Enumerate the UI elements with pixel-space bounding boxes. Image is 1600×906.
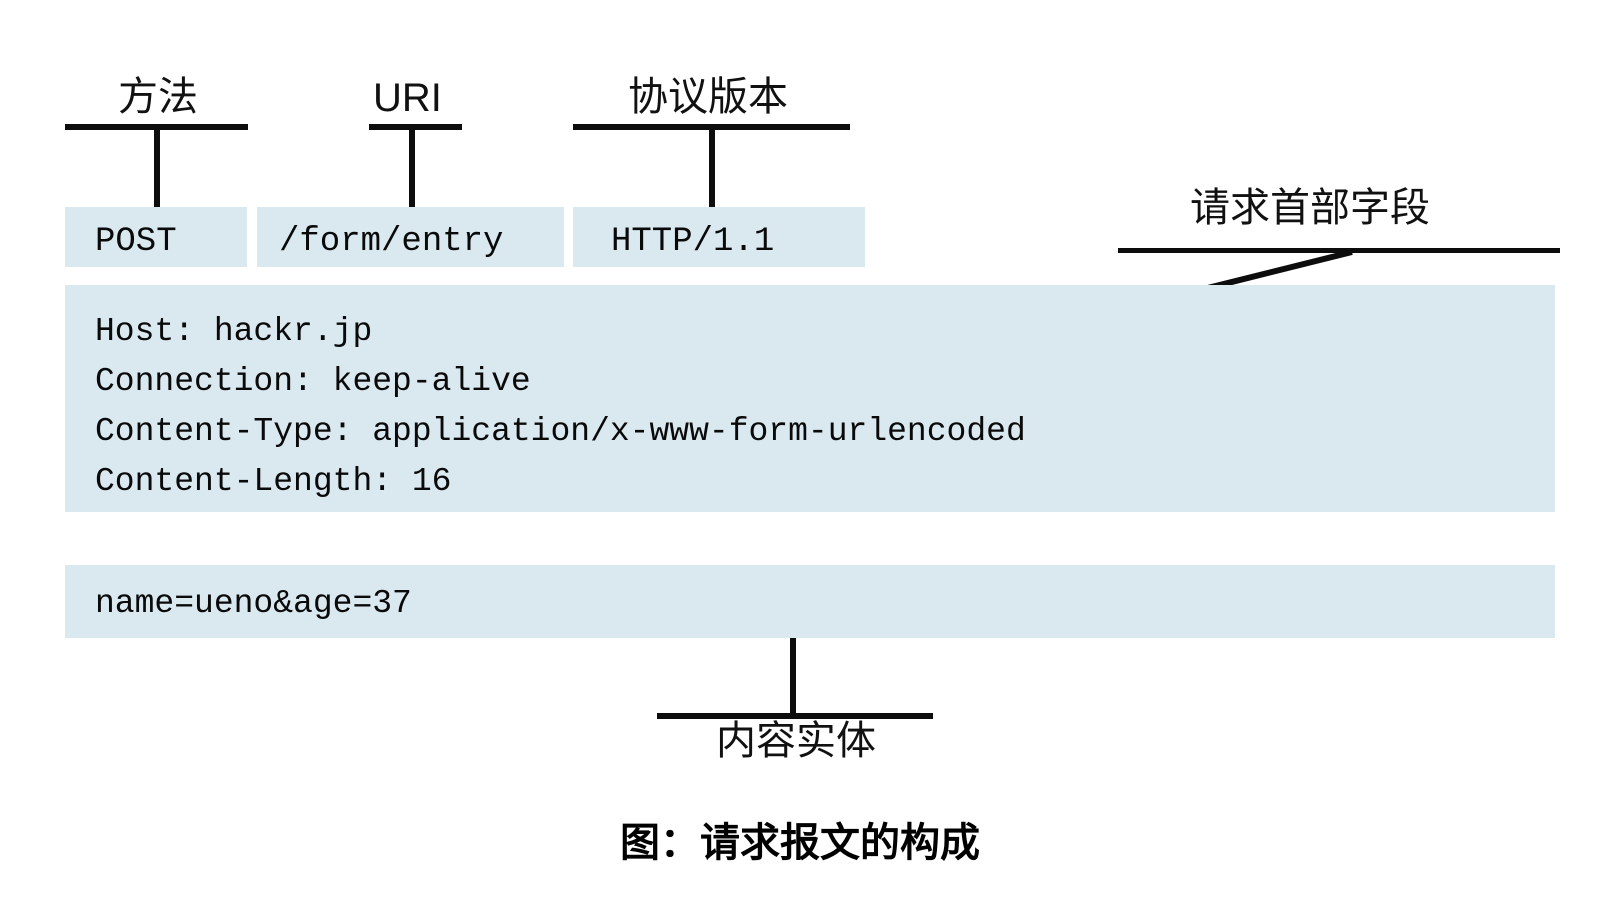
leader-bar-entity (657, 713, 933, 719)
leader-bar-uri (369, 124, 462, 130)
leader-stem-method (154, 124, 160, 210)
request-line-version-text: HTTP/1.1 (611, 223, 775, 261)
annotation-label-request-headers: 请求首部字段 (1190, 186, 1430, 230)
request-line-method-box: POST (65, 207, 247, 267)
header-line: Content-Type: application/x-www-form-url… (95, 413, 1026, 450)
leader-bar-request-headers (1118, 248, 1560, 253)
leader-stem-version (709, 124, 715, 210)
entity-body-line: name=ueno&age=37 (95, 585, 412, 622)
leader-stem-entity (790, 638, 796, 718)
header-line: Connection: keep-alive (95, 363, 531, 400)
request-line-method-text: POST (95, 223, 177, 261)
request-line-uri-text: /form/entry (279, 223, 504, 261)
entity-body-block: name=ueno&age=37 (65, 565, 1555, 638)
request-line-version-box: HTTP/1.1 (573, 207, 865, 267)
annotation-label-method: 方法 (118, 75, 198, 119)
leader-stem-uri (409, 124, 415, 210)
request-line-uri-box: /form/entry (257, 207, 564, 267)
header-fields-block: Host: hackr.jp Connection: keep-alive Co… (65, 285, 1555, 512)
header-line: Content-Length: 16 (95, 463, 452, 500)
figure-caption: 图：请求报文的构成 (620, 821, 980, 865)
annotation-label-uri: URI (373, 76, 442, 120)
annotation-label-version: 协议版本 (628, 75, 788, 119)
header-line: Host: hackr.jp (95, 313, 373, 350)
annotation-label-entity: 内容实体 (716, 719, 876, 763)
